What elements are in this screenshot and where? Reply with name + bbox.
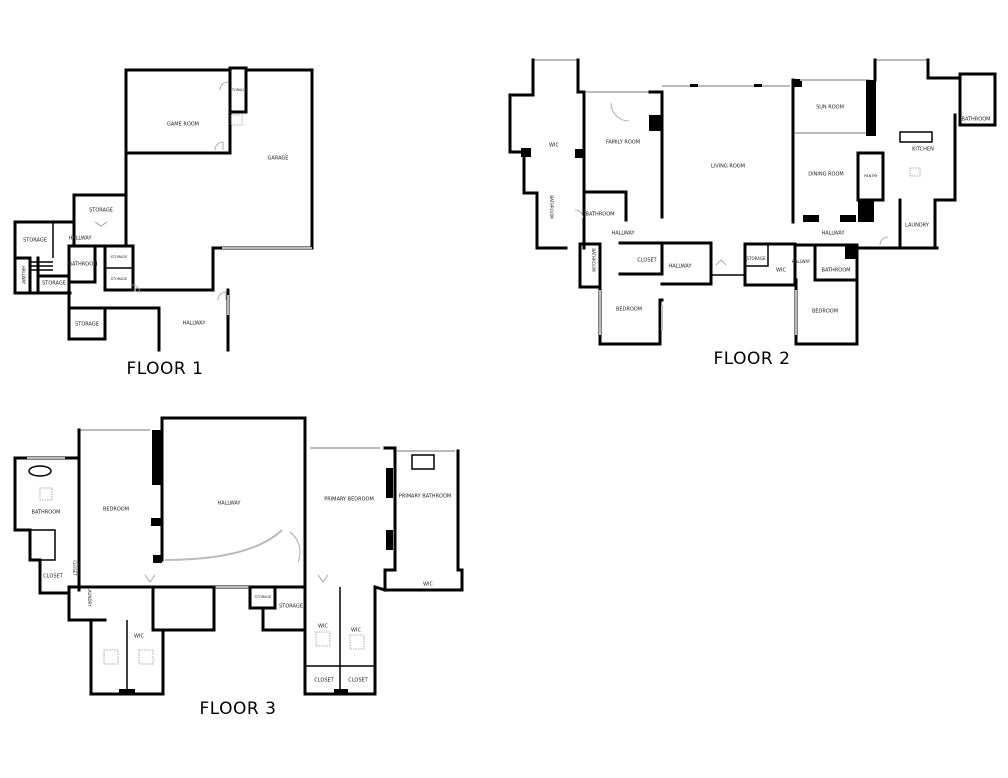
room-label: CLOSET [637,258,657,264]
room-label: LAUNDRY [87,587,92,607]
room-label: CLOSET [348,678,368,684]
floor-2-title: FLOOR 2 [714,349,791,369]
room-label: STORAGE [230,88,247,92]
room-label: CLOSET [72,560,77,576]
room-label: WIC [134,634,144,640]
room-label: BATHROOM [549,195,554,219]
room-label: BATHROOM [591,248,596,272]
room-label: STORAGE [746,256,766,261]
room-label: WIC [549,143,559,149]
room-label: GAME ROOM [167,122,199,128]
room-label: BATHROOM [32,510,61,516]
room-label: GARAGE [268,156,289,162]
room-label: HALLWAY [668,264,692,270]
room-label: LIVING ROOM [711,164,745,170]
room-label: BATHROOM [822,268,851,274]
room-label: KITCHEN [912,147,934,153]
room-label: PRIMARY BATHROOM [399,494,451,500]
floor-2-plan: WIC FAMILY ROOM LIVING ROOM SUN ROOM DIN… [508,58,997,369]
floor-1-room-labels: GAME ROOM STORAGE GARAGE STORAGE STORAGE… [21,88,288,328]
room-label: HALLWAY [792,259,811,264]
room-label: HALLWAY [182,321,206,327]
room-label: WIC [776,268,786,274]
room-label: BEDROOM [103,507,129,513]
room-label: STORAGE [75,322,99,328]
room-label: STORAGE [89,208,113,214]
room-label: PANTRY [864,174,878,178]
floor-3-room-labels: BATHROOM BEDROOM HALLWAY PRIMARY BEDROOM… [32,494,452,684]
room-label: LAUNDRY [905,223,930,229]
floor-3-plan: BATHROOM BEDROOM HALLWAY PRIMARY BEDROOM… [13,416,464,719]
room-label: HALLWAY [21,266,26,285]
room-label: STORAGE [111,277,128,281]
room-label: BEDROOM [616,307,642,313]
room-label: BATHROOM [586,212,615,218]
room-label: BATHROOM [962,117,991,123]
room-label: FAMILY ROOM [606,140,640,146]
room-label: STORAGE [279,604,303,610]
room-label: STORAGE [23,238,47,244]
room-label: BEDROOM [812,309,838,315]
room-label: HALLWAY [821,231,845,237]
room-label: BATHROOM [69,262,98,268]
room-label: CLOSET [43,574,63,580]
room-label: WIC [423,582,433,588]
storage-closet-wall [228,66,248,114]
floor-3-title: FLOOR 3 [200,699,277,719]
room-label: HALLWAY [217,501,241,507]
game-room-wall [124,68,232,155]
room-label: PRIMARY BEDROOM [324,497,374,503]
room-label: DINING ROOM [808,172,843,178]
room-label: STORAGE [42,281,66,287]
room-label: WIC [318,624,328,630]
room-label: STORAGE [255,595,272,599]
room-label: STORAGE [111,255,128,259]
room-label: HALLWAY [68,236,92,242]
room-label: WIC [351,628,361,634]
room-label: CLOSET [314,678,334,684]
floor-1-exterior-wall [124,66,314,292]
room-label: SUN ROOM [816,105,844,111]
floor-2-room-labels: WIC FAMILY ROOM LIVING ROOM SUN ROOM DIN… [549,105,990,315]
floor-1-title: FLOOR 1 [127,359,204,379]
floor-1-plan: GAME ROOM STORAGE GARAGE STORAGE STORAGE… [13,66,314,379]
room-label: HALLWAY [611,231,635,237]
